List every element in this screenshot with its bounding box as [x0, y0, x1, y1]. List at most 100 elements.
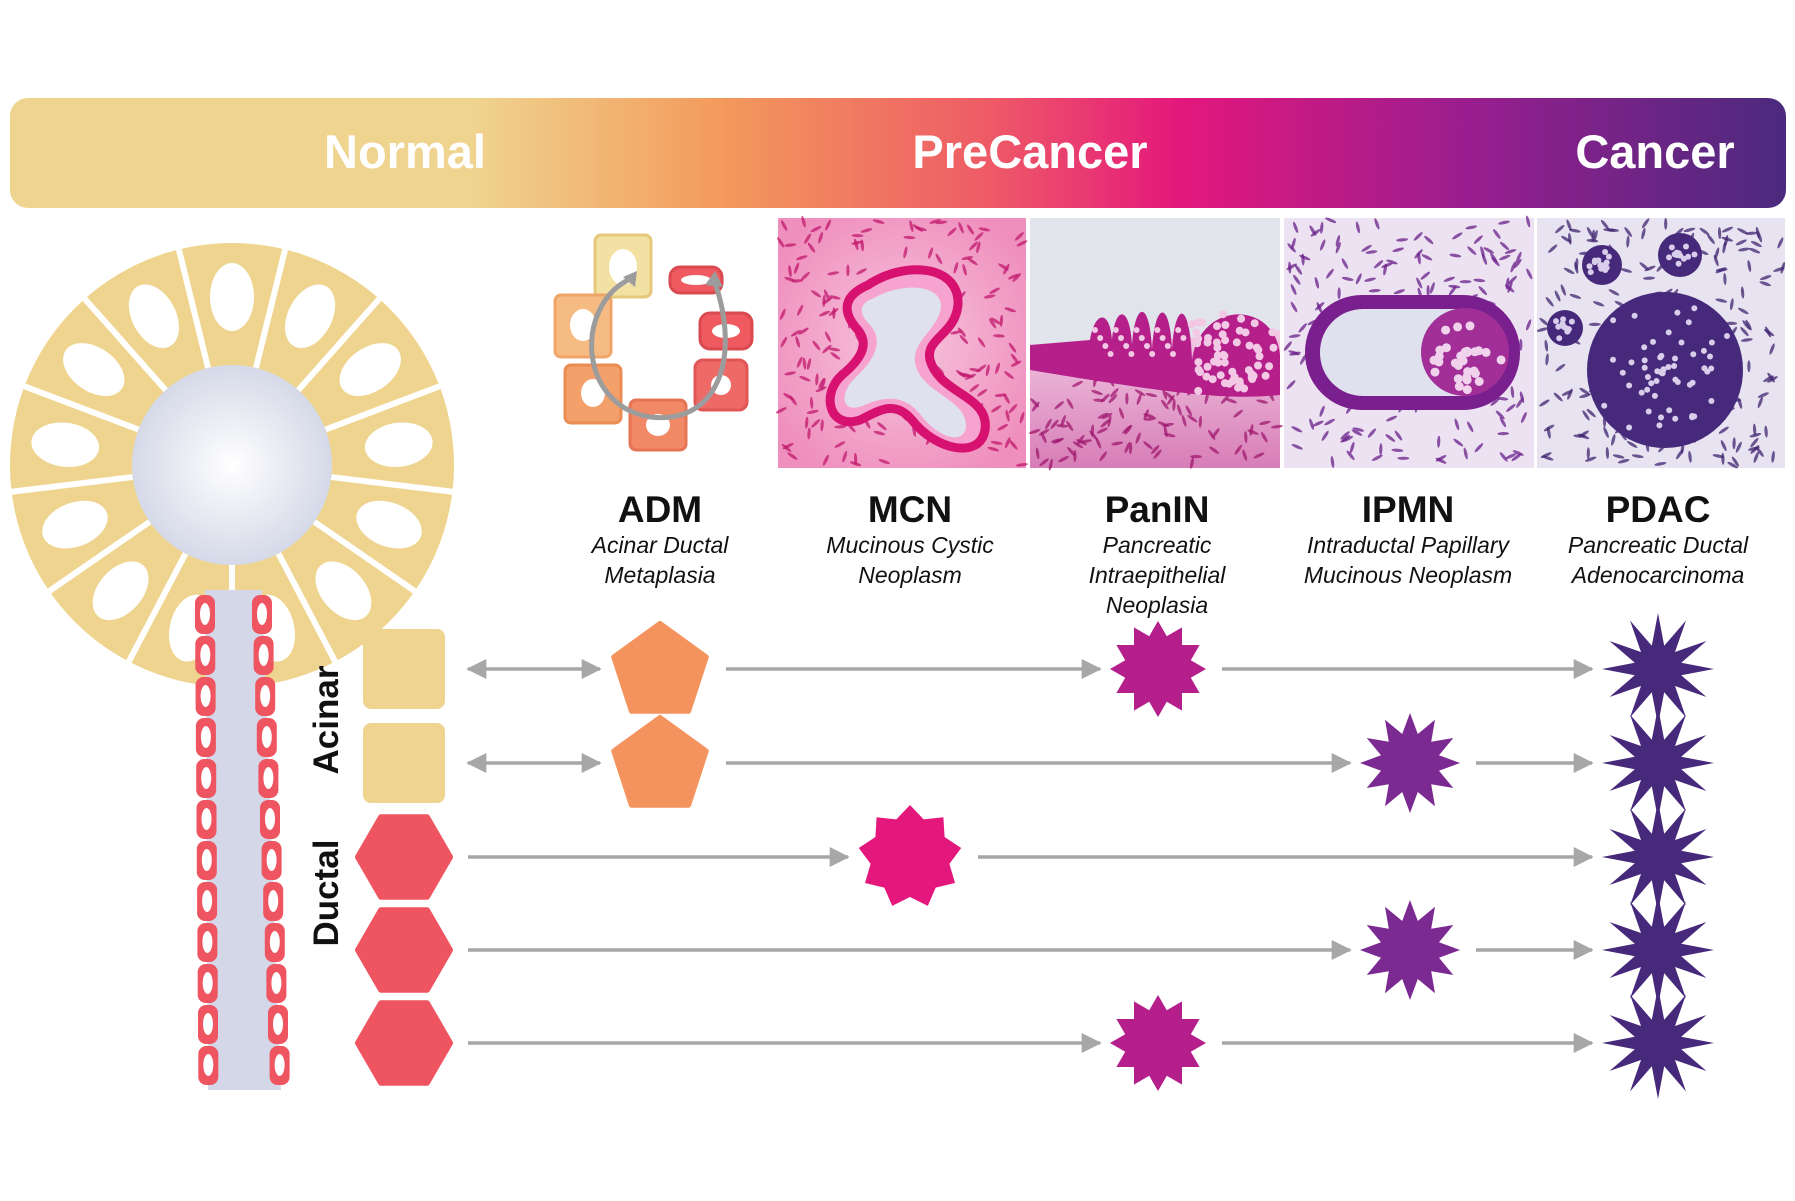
- stroma-fiber: [1381, 262, 1393, 268]
- stroma-fiber: [1563, 267, 1575, 275]
- stroma-fiber: [1452, 232, 1463, 240]
- stroma-fiber: [820, 419, 824, 432]
- stroma-fiber: [1340, 431, 1350, 440]
- stroma-fiber: [789, 395, 797, 406]
- stroma-fiber: [781, 444, 792, 452]
- stroma-fiber: [820, 377, 826, 390]
- stroma-fiber: [1490, 397, 1500, 406]
- panin-nucleus: [1192, 328, 1201, 337]
- pdac-nucleus: [1641, 364, 1648, 371]
- acinar-cell-border: [275, 552, 338, 663]
- stroma-fiber: [1118, 407, 1125, 419]
- stroma-fiber: [1748, 446, 1760, 451]
- ductal-nucleus: [201, 808, 212, 830]
- stroma-fiber: [1735, 441, 1742, 453]
- stroma-fiber: [1253, 452, 1265, 459]
- stage-marker-pdac: [1602, 613, 1714, 725]
- stroma-fiber: [794, 262, 800, 274]
- stroma-fiber: [1386, 259, 1398, 265]
- stroma-fiber: [1525, 319, 1532, 331]
- stroma-fiber: [1326, 268, 1334, 279]
- stage-marker-ipmn: [1360, 900, 1460, 1000]
- stroma-fiber: [1542, 455, 1554, 461]
- stroma-fiber: [1481, 253, 1488, 265]
- stroma-fiber: [796, 356, 803, 368]
- stroma-fiber: [1008, 404, 1018, 414]
- stroma-fiber: [1294, 264, 1303, 275]
- panin-nucleus: [1220, 358, 1229, 367]
- stroma-fiber: [958, 222, 964, 234]
- stroma-fiber: [1611, 434, 1616, 446]
- ipmn-papilla: [1421, 308, 1509, 396]
- stroma-fiber: [1039, 458, 1049, 467]
- panin-nucleus: [1102, 343, 1109, 349]
- panin-nucleus: [1214, 358, 1223, 367]
- pdac-nucleus: [1626, 424, 1633, 431]
- panin-nucleus: [1261, 371, 1270, 380]
- stroma-fiber: [1233, 409, 1243, 418]
- stroma-fiber: [1753, 451, 1759, 463]
- stroma-fiber: [811, 419, 821, 428]
- stroma-fiber: [1016, 240, 1028, 247]
- stroma-fiber: [1757, 392, 1769, 398]
- ductal-nucleus: [261, 726, 272, 748]
- stroma-fiber: [830, 352, 841, 360]
- stage-label-pdac: PDAC Pancreatic Ductal Adenocarcinoma: [1518, 490, 1795, 590]
- stroma-fiber: [990, 441, 1003, 445]
- stroma-fiber: [1286, 380, 1296, 390]
- stroma-fiber: [1463, 447, 1468, 460]
- stroma-fiber: [1474, 443, 1484, 453]
- pdac-tumor-clusters: [1547, 233, 1743, 448]
- stroma-fiber: [1737, 228, 1748, 235]
- stroma-fiber: [1204, 392, 1209, 405]
- acinar-cell-origin: [363, 629, 445, 709]
- acinar-nucleus: [210, 263, 254, 331]
- stroma-fiber: [780, 336, 788, 348]
- panin-nucleus: [1203, 338, 1212, 347]
- ductal-nucleus: [274, 1054, 285, 1076]
- stroma-fiber: [1373, 260, 1384, 269]
- pdac-nucleus: [1644, 374, 1651, 380]
- pdac-nucleus: [1708, 398, 1715, 404]
- ipmn-nucleus: [1474, 377, 1484, 386]
- stroma-fiber: [1496, 396, 1509, 401]
- stroma-fiber: [1153, 449, 1162, 459]
- stroma-fiber: [1641, 218, 1650, 229]
- panin-nucleus: [1203, 362, 1212, 371]
- ductal-nucleus: [266, 849, 277, 871]
- stroma-fiber: [1050, 419, 1059, 430]
- stroma-fiber: [1101, 413, 1113, 419]
- stage-abbr: MCN: [867, 489, 953, 530]
- stroma-fiber: [1048, 458, 1053, 471]
- ipmn-nucleus: [1465, 321, 1475, 331]
- stroma-fiber: [1555, 363, 1566, 372]
- stroma-fiber: [1569, 293, 1582, 299]
- stage-full-name: Pancreatic Intraepithelial Neoplasia: [1088, 532, 1226, 618]
- stroma-fiber: [929, 219, 941, 224]
- panin-nucleus: [1255, 352, 1264, 361]
- stroma-fiber: [976, 364, 987, 373]
- pdac-nucleus: [1653, 378, 1660, 384]
- pdac-nucleus: [1598, 262, 1605, 269]
- stroma-fiber: [796, 255, 808, 261]
- stroma-fiber: [1256, 399, 1269, 404]
- stage-marker-pdac: [1602, 987, 1714, 1099]
- stroma-fiber: [1244, 431, 1248, 444]
- panin-nucleus: [1170, 351, 1176, 357]
- stroma-fiber: [1586, 226, 1594, 238]
- stroma-fiber: [1512, 450, 1524, 456]
- stroma-fiber: [1763, 329, 1775, 337]
- stroma-fiber: [1181, 415, 1187, 427]
- ductal-lineage-label: Ductal: [307, 840, 346, 947]
- stroma-fiber: [1543, 424, 1555, 432]
- stroma-fiber: [1096, 427, 1108, 434]
- stroma-fiber: [827, 271, 840, 276]
- stroma-fiber: [828, 295, 841, 300]
- stroma-fiber: [1291, 444, 1303, 450]
- stroma-fiber: [1707, 234, 1715, 245]
- stroma-fiber: [1316, 302, 1323, 314]
- stroma-fiber: [1430, 282, 1435, 294]
- acinar-nucleus: [92, 561, 149, 621]
- pdac-nucleus: [1644, 386, 1651, 393]
